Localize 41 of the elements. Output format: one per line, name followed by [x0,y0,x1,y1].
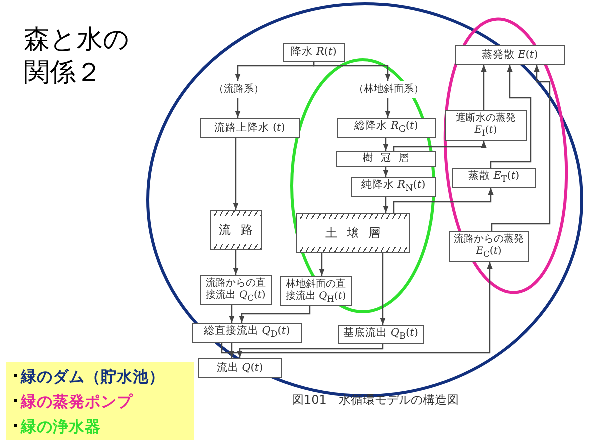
process-box: 総直接流出 Q$_{D}$(t) [192,323,302,343]
legend-item: 緑のダム（貯水池） [14,365,194,389]
process-box: 遮断水の蒸発 E$_{I}$(t) [445,110,527,141]
process-box: 流路上降水 (t) [200,118,300,138]
arrow [237,344,384,358]
arrow [235,98,241,118]
arrow [393,188,494,213]
arrow [490,65,532,168]
process-box: 流出 Q(t) [198,358,282,378]
process-box: 基底流出 Q$_{B}$(t) [338,325,424,344]
figure-caption: 図101 水循環モデルの構造図 [292,392,459,409]
process-box: 樹冠層 [336,151,436,167]
legend-item: 緑の蒸発ポンプ [14,390,194,414]
process-box: 蒸発散 E(t) [455,45,565,65]
arrow [229,305,235,323]
arrow [229,343,235,358]
process-box: 蒸散 E$_{T}$(t) [452,168,536,188]
arrow [491,65,551,231]
layer-box: 土壌層 [296,213,410,253]
layer-box: 流路 [210,210,262,250]
arrow [393,141,487,151]
arrow [481,65,487,110]
process-box: 純降水 R$_{N}$(t) [351,177,436,197]
process-box: 林地斜面の直接流出 Q$_{H}$(t) [280,276,352,306]
arrow [233,138,239,210]
arrow [380,253,386,325]
arrow [383,138,389,151]
legend-item: 緑の浄水器 [14,415,194,439]
process-box: 流路からの直接流出 Q$_{C}$(t) [200,275,272,305]
arrow [385,98,391,118]
arrow [383,197,389,213]
process-box: 総降水 R$_{G}$(t) [337,118,436,138]
arrow [313,62,391,81]
process-box: 降水 R(t) [283,43,345,62]
slide-title: 森と水の関係２ [24,24,131,89]
process-box: 流路からの蒸発 E$_{C}$(t) [449,231,529,262]
arrow [239,306,311,323]
arrow [233,250,239,275]
arrow [221,262,493,354]
arrow [383,167,389,177]
arrow [319,253,325,276]
